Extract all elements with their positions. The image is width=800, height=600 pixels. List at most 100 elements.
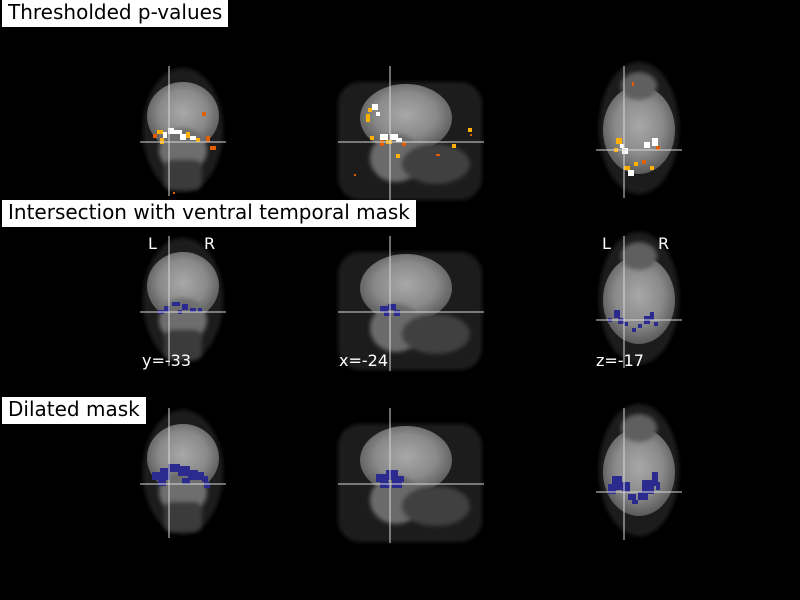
face [402,144,470,184]
mask-region-voxel [182,478,190,484]
activation-cluster-voxel [632,82,634,86]
activation-cluster-voxel [160,138,164,144]
mask-region-voxel [656,482,660,490]
brain-tissue [360,254,452,322]
sagittal-view [336,58,486,203]
mask-region-voxel [178,466,190,476]
mask-region-voxel [398,476,404,482]
frontal-pole [621,414,657,442]
axial-slice [596,232,682,368]
coronal-slice [140,236,226,366]
activation-cluster-voxel [616,138,622,144]
activation-cluster-voxel [642,160,646,164]
activation-cluster-voxel [370,136,374,140]
face [402,314,470,354]
activation-cluster-voxel [390,134,398,140]
mask-region [608,472,660,504]
orientation-right-label: R [658,234,670,253]
mask-region-voxel [614,310,620,318]
mask-region-voxel [188,470,198,480]
frontal-pole [621,242,657,270]
activation-cluster-voxel [396,154,400,158]
mask-region-voxel [152,472,162,480]
activation-cluster-voxel [396,138,402,142]
mask-region-voxel [196,472,204,480]
activation-cluster-voxel [376,112,380,116]
row-title: Dilated mask [2,397,146,424]
mask-region-voxel [612,476,622,490]
mask-region-voxel [624,322,628,326]
activation-cluster-voxel [196,138,200,142]
activation-cluster-voxel [634,162,638,166]
mask-region-voxel [198,308,202,312]
row-intersection: Intersection with ventral temporal mask … [0,200,800,400]
activation-cluster-voxel [186,132,190,138]
mask-region-voxel [618,318,624,324]
frontal-pole [621,72,657,100]
mask-region-voxel [164,306,170,312]
sagittal-slice [338,408,484,543]
activation-cluster-voxel [468,128,472,132]
mask-region-voxel [622,482,630,492]
activation-cluster-voxel [168,128,174,134]
activation-cluster-voxel [173,192,175,194]
coronal-coordinate: y=-33 [142,351,192,370]
activation-cluster-voxel [436,154,440,156]
activation-cluster-voxel [206,136,210,142]
mask-region-voxel [376,474,388,482]
mask-region-voxel [168,464,180,472]
axial-view [594,228,684,370]
mask-region-voxel [394,310,400,316]
coronal-view [138,228,228,368]
activation-cluster-voxel [180,134,186,140]
coronal-slice [140,408,226,538]
row-title: Intersection with ventral temporal mask [2,200,416,227]
mask-region-voxel [202,476,208,482]
sagittal-slice [338,66,484,201]
coronal-view [138,400,228,540]
mask-region-voxel [642,480,654,494]
mask-region-voxel [160,468,170,480]
activation-cluster [614,82,660,176]
activation-cluster-voxel [157,130,163,134]
mask-region-voxel [190,308,196,312]
mask-region-voxel [384,312,390,316]
activation-cluster-voxel [380,140,384,146]
axial-coordinate: z=-17 [596,351,644,370]
neck [164,330,202,360]
activation-cluster-voxel [210,146,216,150]
mask-region-voxel [628,494,636,500]
activation-cluster [153,112,216,194]
mask-region-voxel [386,470,398,480]
mask-region-voxel [388,304,396,310]
mask-region-voxel [182,304,188,310]
mask-region-voxel [654,322,658,326]
sagittal-slice [338,236,484,371]
row-title: Thresholded p-values [2,0,229,27]
activation-cluster-voxel [368,108,372,112]
neck [164,502,202,532]
activation-cluster-voxel [380,134,388,140]
mask-region-voxel [172,302,180,306]
activation-cluster-voxel [644,142,650,148]
face [402,486,470,526]
mask-region-voxel [204,482,210,488]
activation-cluster-voxel [628,170,634,176]
activation-cluster-voxel [366,114,370,122]
activation-cluster-voxel [202,112,206,116]
activation-cluster-voxel [402,142,406,146]
axial-slice [596,62,682,198]
activation-cluster-voxel [624,166,630,170]
row-dilated: Dilated mask [0,397,800,600]
activation-cluster-voxel [163,132,167,138]
brain-tissue [603,428,675,516]
brain-tissue [603,86,675,174]
activation-cluster-voxel [470,134,472,136]
orientation-right-label: R [204,234,216,253]
sagittal-view [336,228,486,373]
activation-cluster-voxel [452,144,456,148]
mask-region-voxel [380,482,390,488]
mask-region [380,304,400,316]
mask-region-voxel [638,492,648,500]
mask-region-voxel [650,312,654,320]
